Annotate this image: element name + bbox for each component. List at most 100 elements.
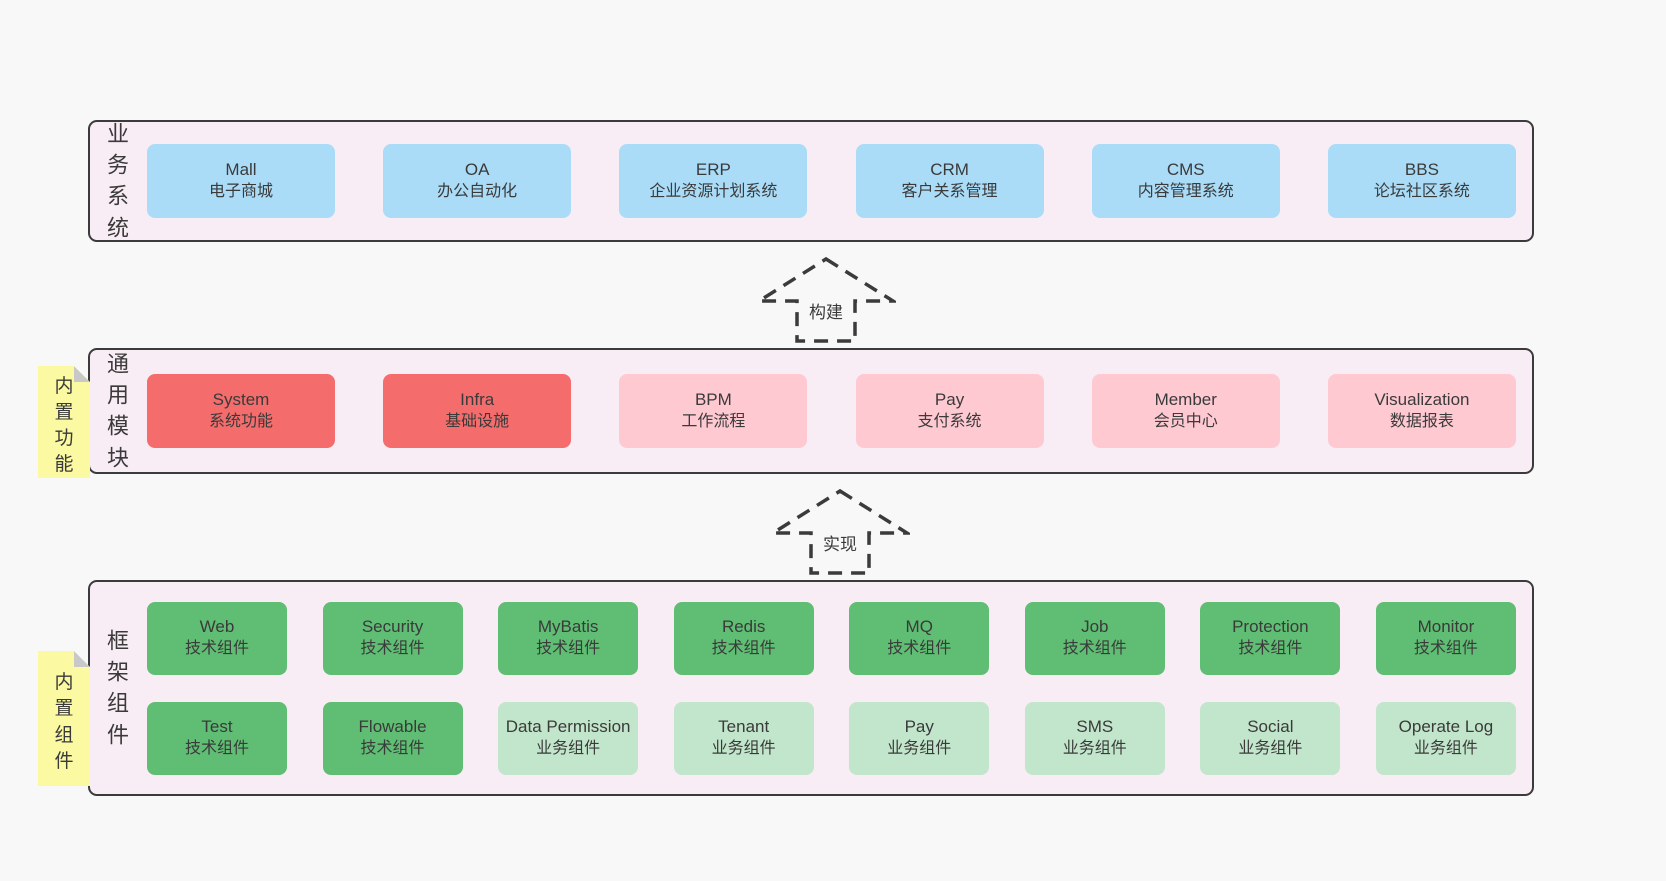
framework-boxes-rows: Web 技术组件 Security 技术组件 MyBatis 技术组件 Redi… bbox=[147, 582, 1516, 794]
box-visualization: Visualization 数据报表 bbox=[1327, 374, 1516, 448]
box-operate-log: Operate Log 业务组件 bbox=[1375, 701, 1516, 775]
box-title: Operate Log bbox=[1398, 717, 1494, 737]
box-infra: Infra 基础设施 bbox=[383, 374, 572, 448]
implement-arrow-label: 实现 bbox=[823, 535, 857, 554]
box-data-permission: Data Permission 业务组件 bbox=[498, 701, 639, 775]
box-title: Job bbox=[1081, 617, 1109, 637]
box-bpm: BPM 工作流程 bbox=[619, 374, 808, 448]
box-subtitle: 技术组件 bbox=[360, 740, 425, 758]
box-title: Security bbox=[361, 617, 424, 637]
box-subtitle: 工作流程 bbox=[681, 413, 746, 431]
box-cms: CMS 内容管理系统 bbox=[1091, 144, 1280, 218]
section-label-business: 业务系统 bbox=[106, 121, 129, 241]
box-member: Member 会员中心 bbox=[1091, 374, 1280, 448]
box-title: ERP bbox=[695, 160, 731, 180]
box-title: OA bbox=[464, 160, 490, 180]
box-tenant: Tenant 业务组件 bbox=[673, 701, 814, 775]
box-subtitle: 技术组件 bbox=[184, 640, 249, 658]
box-security: Security 技术组件 bbox=[322, 601, 463, 675]
module-boxes-row: System 系统功能 Infra 基础设施 BPM 工作流程 Pay 支付系统… bbox=[147, 350, 1516, 472]
box-title: Redis bbox=[721, 617, 766, 637]
box-subtitle: 论坛社区系统 bbox=[1373, 183, 1470, 201]
box-subtitle: 技术组件 bbox=[1413, 640, 1478, 658]
business-systems-section: 业务系统 Mall 电子商城 OA 办公自动化 ERP 企业资源计划系统 CRM… bbox=[88, 120, 1534, 242]
box-flowable: Flowable 技术组件 bbox=[322, 701, 463, 775]
box-title: SMS bbox=[1076, 717, 1114, 737]
box-protection: Protection 技术组件 bbox=[1200, 601, 1341, 675]
builtin-components-note: 内置组件 bbox=[38, 651, 90, 786]
common-modules-section: 通用模块 System 系统功能 Infra 基础设施 BPM 工作流程 Pay… bbox=[88, 348, 1534, 474]
box-subtitle: 客户关系管理 bbox=[901, 183, 998, 201]
box-title: Member bbox=[1154, 390, 1217, 410]
box-subtitle: 业务组件 bbox=[1062, 740, 1127, 758]
box-title: Mall bbox=[225, 160, 257, 180]
box-title: Pay bbox=[904, 717, 934, 737]
box-title: CMS bbox=[1166, 160, 1205, 180]
box-title: Pay bbox=[934, 390, 965, 410]
implement-arrow-icon: 实现 bbox=[770, 488, 910, 576]
builtin-functions-note: 内置功能 bbox=[38, 366, 90, 478]
box-title: Infra bbox=[460, 390, 495, 410]
framework-row-1: Web 技术组件 Security 技术组件 MyBatis 技术组件 Redi… bbox=[147, 601, 1516, 675]
framework-row-2: Test 技术组件 Flowable 技术组件 Data Permission … bbox=[147, 701, 1516, 775]
box-title: BPM bbox=[694, 390, 732, 410]
box-title: Monitor bbox=[1417, 617, 1475, 637]
box-subtitle: 技术组件 bbox=[1238, 640, 1303, 658]
box-title: Visualization bbox=[1374, 390, 1470, 410]
box-crm: CRM 客户关系管理 bbox=[855, 144, 1044, 218]
build-arrow-icon: 构建 bbox=[756, 256, 896, 344]
box-title: MQ bbox=[905, 617, 933, 637]
box-title: Flowable bbox=[358, 717, 427, 737]
framework-components-section: 框架组件 Web 技术组件 Security 技术组件 MyBatis 技术组件… bbox=[88, 580, 1534, 796]
box-subtitle: 业务组件 bbox=[1413, 740, 1478, 758]
box-title: Data Permission bbox=[505, 717, 631, 737]
box-subtitle: 企业资源计划系统 bbox=[649, 183, 778, 201]
box-mall: Mall 电子商城 bbox=[147, 144, 335, 218]
box-pay-component: Pay 业务组件 bbox=[849, 701, 990, 775]
box-subtitle: 业务组件 bbox=[711, 740, 776, 758]
box-subtitle: 技术组件 bbox=[536, 640, 601, 658]
box-job: Job 技术组件 bbox=[1024, 601, 1165, 675]
business-boxes-row: Mall 电子商城 OA 办公自动化 ERP 企业资源计划系统 CRM 客户关系… bbox=[147, 122, 1516, 240]
box-subtitle: 数据报表 bbox=[1389, 413, 1454, 431]
note-label: 内置组件 bbox=[54, 672, 74, 772]
box-subtitle: 基础设施 bbox=[445, 413, 510, 431]
box-title: Web bbox=[199, 617, 235, 637]
note-label: 内置功能 bbox=[54, 375, 74, 476]
box-title: Social bbox=[1247, 717, 1294, 737]
box-sms: SMS 业务组件 bbox=[1024, 701, 1165, 775]
box-title: System bbox=[212, 390, 270, 410]
build-arrow-label: 构建 bbox=[809, 303, 843, 322]
box-test: Test 技术组件 bbox=[147, 701, 287, 775]
box-subtitle: 办公自动化 bbox=[437, 183, 518, 201]
box-subtitle: 业务组件 bbox=[887, 740, 952, 758]
box-subtitle: 业务组件 bbox=[536, 740, 601, 758]
box-bbs: BBS 论坛社区系统 bbox=[1327, 144, 1516, 218]
box-subtitle: 技术组件 bbox=[184, 740, 249, 758]
box-oa: OA 办公自动化 bbox=[383, 144, 572, 218]
box-erp: ERP 企业资源计划系统 bbox=[619, 144, 808, 218]
box-web: Web 技术组件 bbox=[147, 601, 287, 675]
box-mybatis: MyBatis 技术组件 bbox=[498, 601, 639, 675]
box-system: System 系统功能 bbox=[147, 374, 335, 448]
box-title: CRM bbox=[930, 160, 969, 180]
box-subtitle: 技术组件 bbox=[360, 640, 425, 658]
box-title: Tenant bbox=[718, 717, 770, 737]
section-label-modules: 通用模块 bbox=[106, 351, 129, 471]
box-redis: Redis 技术组件 bbox=[673, 601, 814, 675]
box-title: Protection bbox=[1232, 617, 1309, 637]
box-subtitle: 电子商城 bbox=[208, 183, 273, 201]
box-subtitle: 系统功能 bbox=[208, 413, 273, 431]
box-monitor: Monitor 技术组件 bbox=[1375, 601, 1516, 675]
box-title: Test bbox=[201, 717, 233, 737]
section-label-framework: 框架组件 bbox=[106, 628, 129, 748]
box-mq: MQ 技术组件 bbox=[849, 601, 990, 675]
box-subtitle: 业务组件 bbox=[1238, 740, 1303, 758]
box-subtitle: 会员中心 bbox=[1153, 413, 1218, 431]
box-subtitle: 技术组件 bbox=[1062, 640, 1127, 658]
box-pay-module: Pay 支付系统 bbox=[855, 374, 1044, 448]
box-subtitle: 内容管理系统 bbox=[1137, 183, 1234, 201]
box-subtitle: 技术组件 bbox=[887, 640, 952, 658]
box-title: MyBatis bbox=[537, 617, 599, 637]
box-social: Social 业务组件 bbox=[1200, 701, 1341, 775]
